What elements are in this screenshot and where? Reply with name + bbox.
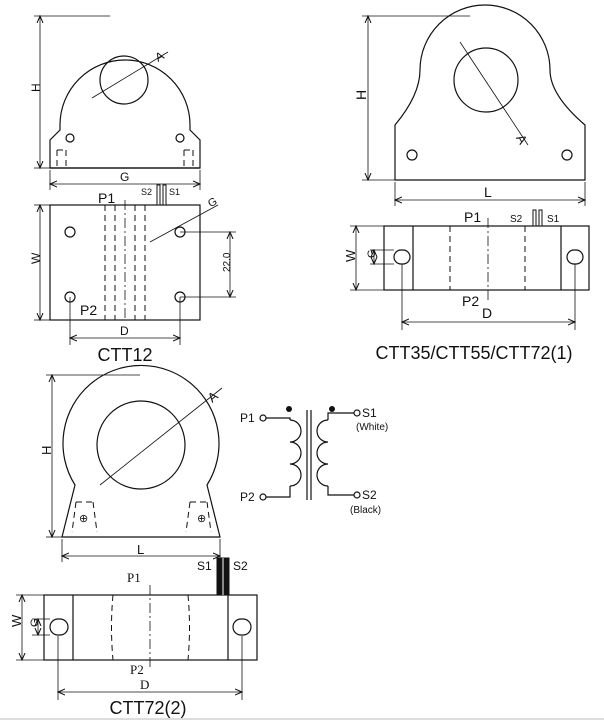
ctt72-label-h: H: [39, 446, 54, 455]
ctt72-window: [96, 400, 186, 490]
ctt35-dim-a-line: [459, 41, 529, 146]
ctt35-front-body: [394, 4, 586, 181]
ctt72-label-g: G: [29, 618, 41, 627]
ctt72-top-body: [43, 594, 258, 661]
ctt12-label-d: D: [120, 324, 129, 338]
ctt35-top-view: P1 P2 S2 S1 W G D CTT35/CTT55/CTT72(1): [343, 209, 590, 363]
schematic-label-black: (Black): [350, 505, 381, 516]
ctt35-label-d: D: [482, 305, 492, 321]
ctt12-label-w: W: [29, 252, 43, 264]
schematic-label-p2: P2: [240, 490, 255, 504]
transformer-schematic: P1 P2 S1 (White) S2 (Black): [240, 406, 388, 516]
ctt12-label-a: A: [153, 48, 167, 64]
terminal-p2: [259, 493, 267, 501]
ctt35-top-body: [383, 225, 590, 291]
ctt12-dim-a-line: [91, 51, 169, 99]
ctt35-mount-hole-left: [406, 149, 418, 161]
ctt12-label-p2: P2: [80, 302, 97, 318]
ctt72-top-view: P1 P2 S1 S2 W G D CTT72(2): [9, 557, 258, 718]
ctt12-front-view: H A G: [29, 16, 200, 190]
ctt12-label-p1: P1: [98, 190, 115, 206]
terminal-s1: [353, 409, 361, 417]
secondary-coil: [316, 419, 329, 487]
ctt35-label-h: H: [353, 90, 369, 100]
ctt12-label-g-side: G: [206, 195, 219, 210]
schematic-label-s1: S1: [362, 406, 377, 420]
ctt35-label-g: G: [366, 249, 378, 258]
schematic-label-p1: P1: [240, 411, 255, 425]
ctt12-top-view: P1 P2 S2 S1 G W 22.0 D CTT12: [29, 184, 236, 365]
ctt12-hole-tl: [64, 226, 76, 238]
ctt72-front-body: [61, 364, 221, 538]
ctt35-label-l: L: [484, 184, 492, 200]
ctt72-label-d: D: [140, 677, 149, 692]
ctt72-label-p2: P2: [130, 662, 144, 677]
terminal-s2: [353, 491, 361, 499]
ctt72-label-p1: P1: [127, 570, 141, 585]
ctt72-mount-right-icon: ⊕: [197, 513, 206, 525]
secondary-polarity-dot: [329, 406, 335, 412]
ctt35-mount-hole-right: [561, 149, 573, 161]
ctt35-window: [453, 47, 519, 113]
ctt72-slot-left: [49, 618, 69, 636]
ctt35-label-p1: P1: [464, 209, 481, 225]
ctt12-label-s2: S2: [141, 187, 152, 197]
ctt72-slot-right: [232, 618, 252, 636]
ctt12-label-g: G: [120, 170, 129, 184]
ctt12-dim-22: 22.0: [222, 252, 233, 272]
ctt12-mount-hole-left: [65, 133, 75, 143]
ctt35-label-w: W: [343, 249, 358, 262]
schematic-label-s2: S2: [362, 488, 377, 502]
schematic-label-white: (White): [356, 422, 388, 433]
ctt35-label-s2: S2: [510, 214, 523, 225]
primary-coil: [289, 419, 302, 487]
primary-polarity-dot: [286, 406, 292, 412]
ctt12-label-s1: S1: [169, 187, 180, 197]
ctt12-front-body: [49, 59, 201, 169]
ctt35-label-p2: P2: [462, 293, 479, 309]
ctt72-label-w: W: [9, 614, 24, 627]
terminal-p1: [259, 414, 267, 422]
ctt12-window: [99, 55, 149, 105]
ctt72-caption: CTT72(2): [109, 698, 186, 718]
ctt72-label-s2: S2: [233, 559, 248, 573]
ctt72-dim-a-line: [99, 387, 223, 486]
ctt12-mount-hole-right: [175, 133, 185, 143]
ctt72-front-view: ⊕ ⊕ H A L: [39, 364, 223, 562]
ctt35-front-view: H A L: [353, 4, 586, 206]
ctt72-label-l: L: [137, 542, 144, 557]
ctt35-caption: CTT35/CTT55/CTT72(1): [375, 343, 572, 363]
ctt12-caption: CTT12: [97, 345, 152, 365]
ctt72-label-s1: S1: [197, 559, 212, 573]
ctt12-label-h: H: [29, 83, 43, 92]
ctt72-mount-left-icon: ⊕: [79, 513, 88, 525]
ctt35-label-s1: S1: [547, 214, 560, 225]
